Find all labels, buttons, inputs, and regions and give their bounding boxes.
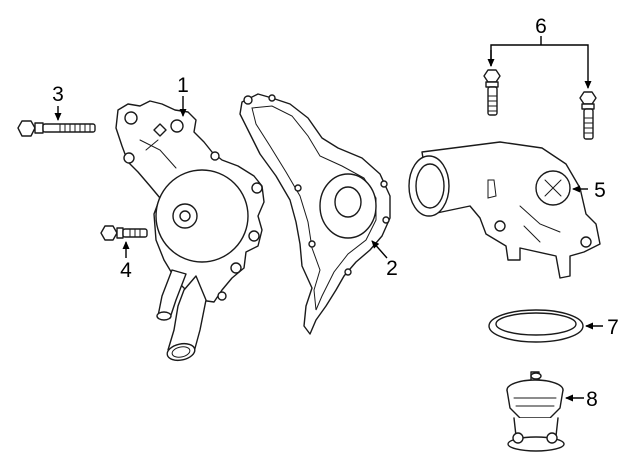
thermostat-housing[interactable] [408, 141, 601, 279]
callout-1: 1 [177, 74, 189, 97]
callout-3: 3 [52, 83, 64, 106]
callout-7: 7 [607, 316, 619, 339]
callout-6: 6 [535, 15, 547, 38]
callout-8: 8 [586, 388, 598, 411]
thermostat[interactable] [506, 371, 565, 452]
callout-2: 2 [386, 257, 398, 280]
pump-gasket[interactable] [239, 93, 391, 335]
water-pump[interactable] [115, 100, 265, 363]
leader-lines [54, 36, 603, 402]
callout-4: 4 [120, 259, 132, 282]
callout-5: 5 [594, 179, 606, 202]
callout-labels: 1 2 3 4 5 6 7 8 [52, 15, 619, 411]
bolt-long[interactable] [17, 120, 96, 137]
o-ring-seal[interactable] [488, 309, 584, 343]
bolt-short[interactable] [100, 225, 148, 241]
bolt-pair[interactable] [483, 69, 597, 140]
